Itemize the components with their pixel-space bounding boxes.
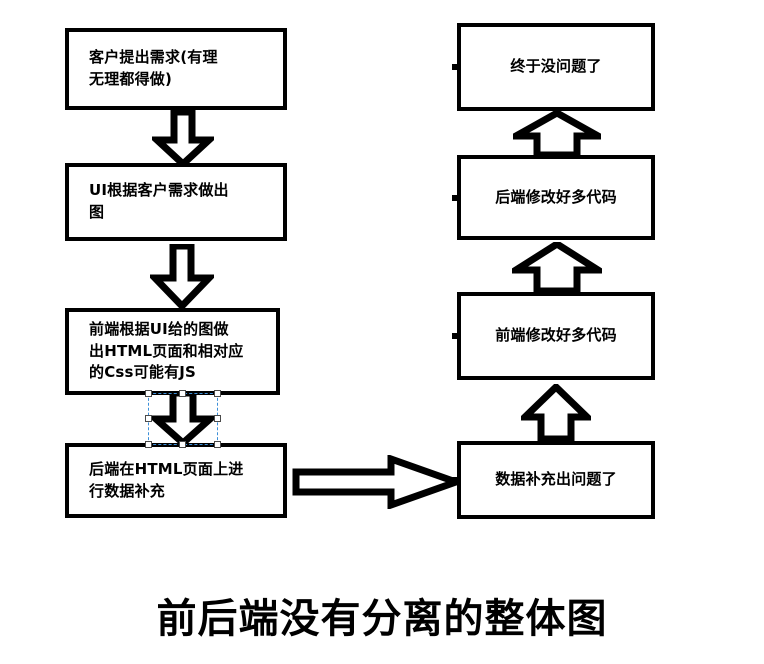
resize-handle-ne[interactable] xyxy=(214,390,221,397)
box-finally-ok-label: 终于没问题了 xyxy=(510,57,602,76)
box-data-fill-problem[interactable]: 数据补充出问题了 xyxy=(452,441,655,519)
resize-handle-n[interactable] xyxy=(179,390,186,397)
box-frontend-build[interactable]: 前端根据UI给的图做 出HTML页面和相对应 的Css可能有JS xyxy=(65,308,280,395)
box-ui-design[interactable]: UI根据客户需求做出 图 xyxy=(65,163,287,241)
box-backend-rework-label: 后端修改好多代码 xyxy=(495,187,617,206)
box-backend-fill-data[interactable]: 后端在HTML页面上进 行数据补充 xyxy=(65,443,287,518)
box-finally-ok[interactable]: 终于没问题了 xyxy=(452,23,655,111)
box-client-requirements[interactable]: 客户提出需求(有理 无理都得做) xyxy=(65,28,287,110)
arrow-down-icon-1[interactable] xyxy=(152,110,214,166)
box-frontend-build-label: 前端根据UI给的图做 出HTML页面和相对应 的Css可能有JS xyxy=(89,319,244,382)
box-data-fill-problem-label: 数据补充出问题了 xyxy=(495,470,617,489)
resize-handle-e[interactable] xyxy=(214,415,221,422)
arrow-down-icon-3[interactable] xyxy=(152,393,214,445)
connector-tick-icon xyxy=(452,333,459,339)
box-ui-design-label: UI根据客户需求做出 图 xyxy=(89,181,229,221)
box-frontend-rework[interactable]: 前端修改好多代码 xyxy=(452,292,655,380)
resize-handle-nw[interactable] xyxy=(145,390,152,397)
box-frontend-rework-label: 前端修改好多代码 xyxy=(495,326,617,345)
arrow-up-icon-3[interactable] xyxy=(521,384,591,442)
resize-handle-se[interactable] xyxy=(214,441,221,448)
connector-tick-icon xyxy=(452,64,459,70)
selection-box[interactable] xyxy=(145,390,221,448)
arrow-up-icon-2[interactable] xyxy=(512,242,602,294)
resize-handle-sw[interactable] xyxy=(145,441,152,448)
arrow-right-icon-1[interactable] xyxy=(292,455,460,509)
arrow-down-icon-2[interactable] xyxy=(150,244,214,308)
connector-tick-icon xyxy=(452,194,459,201)
arrow-up-icon-1[interactable] xyxy=(513,111,601,157)
box-client-requirements-label: 客户提出需求(有理 无理都得做) xyxy=(89,48,218,88)
resize-handle-s[interactable] xyxy=(179,441,186,448)
diagram-caption: 前后端没有分离的整体图 xyxy=(156,596,608,642)
resize-handle-w[interactable] xyxy=(145,415,152,422)
box-backend-rework[interactable]: 后端修改好多代码 xyxy=(452,155,655,240)
box-backend-fill-data-label: 后端在HTML页面上进 行数据补充 xyxy=(89,459,244,500)
